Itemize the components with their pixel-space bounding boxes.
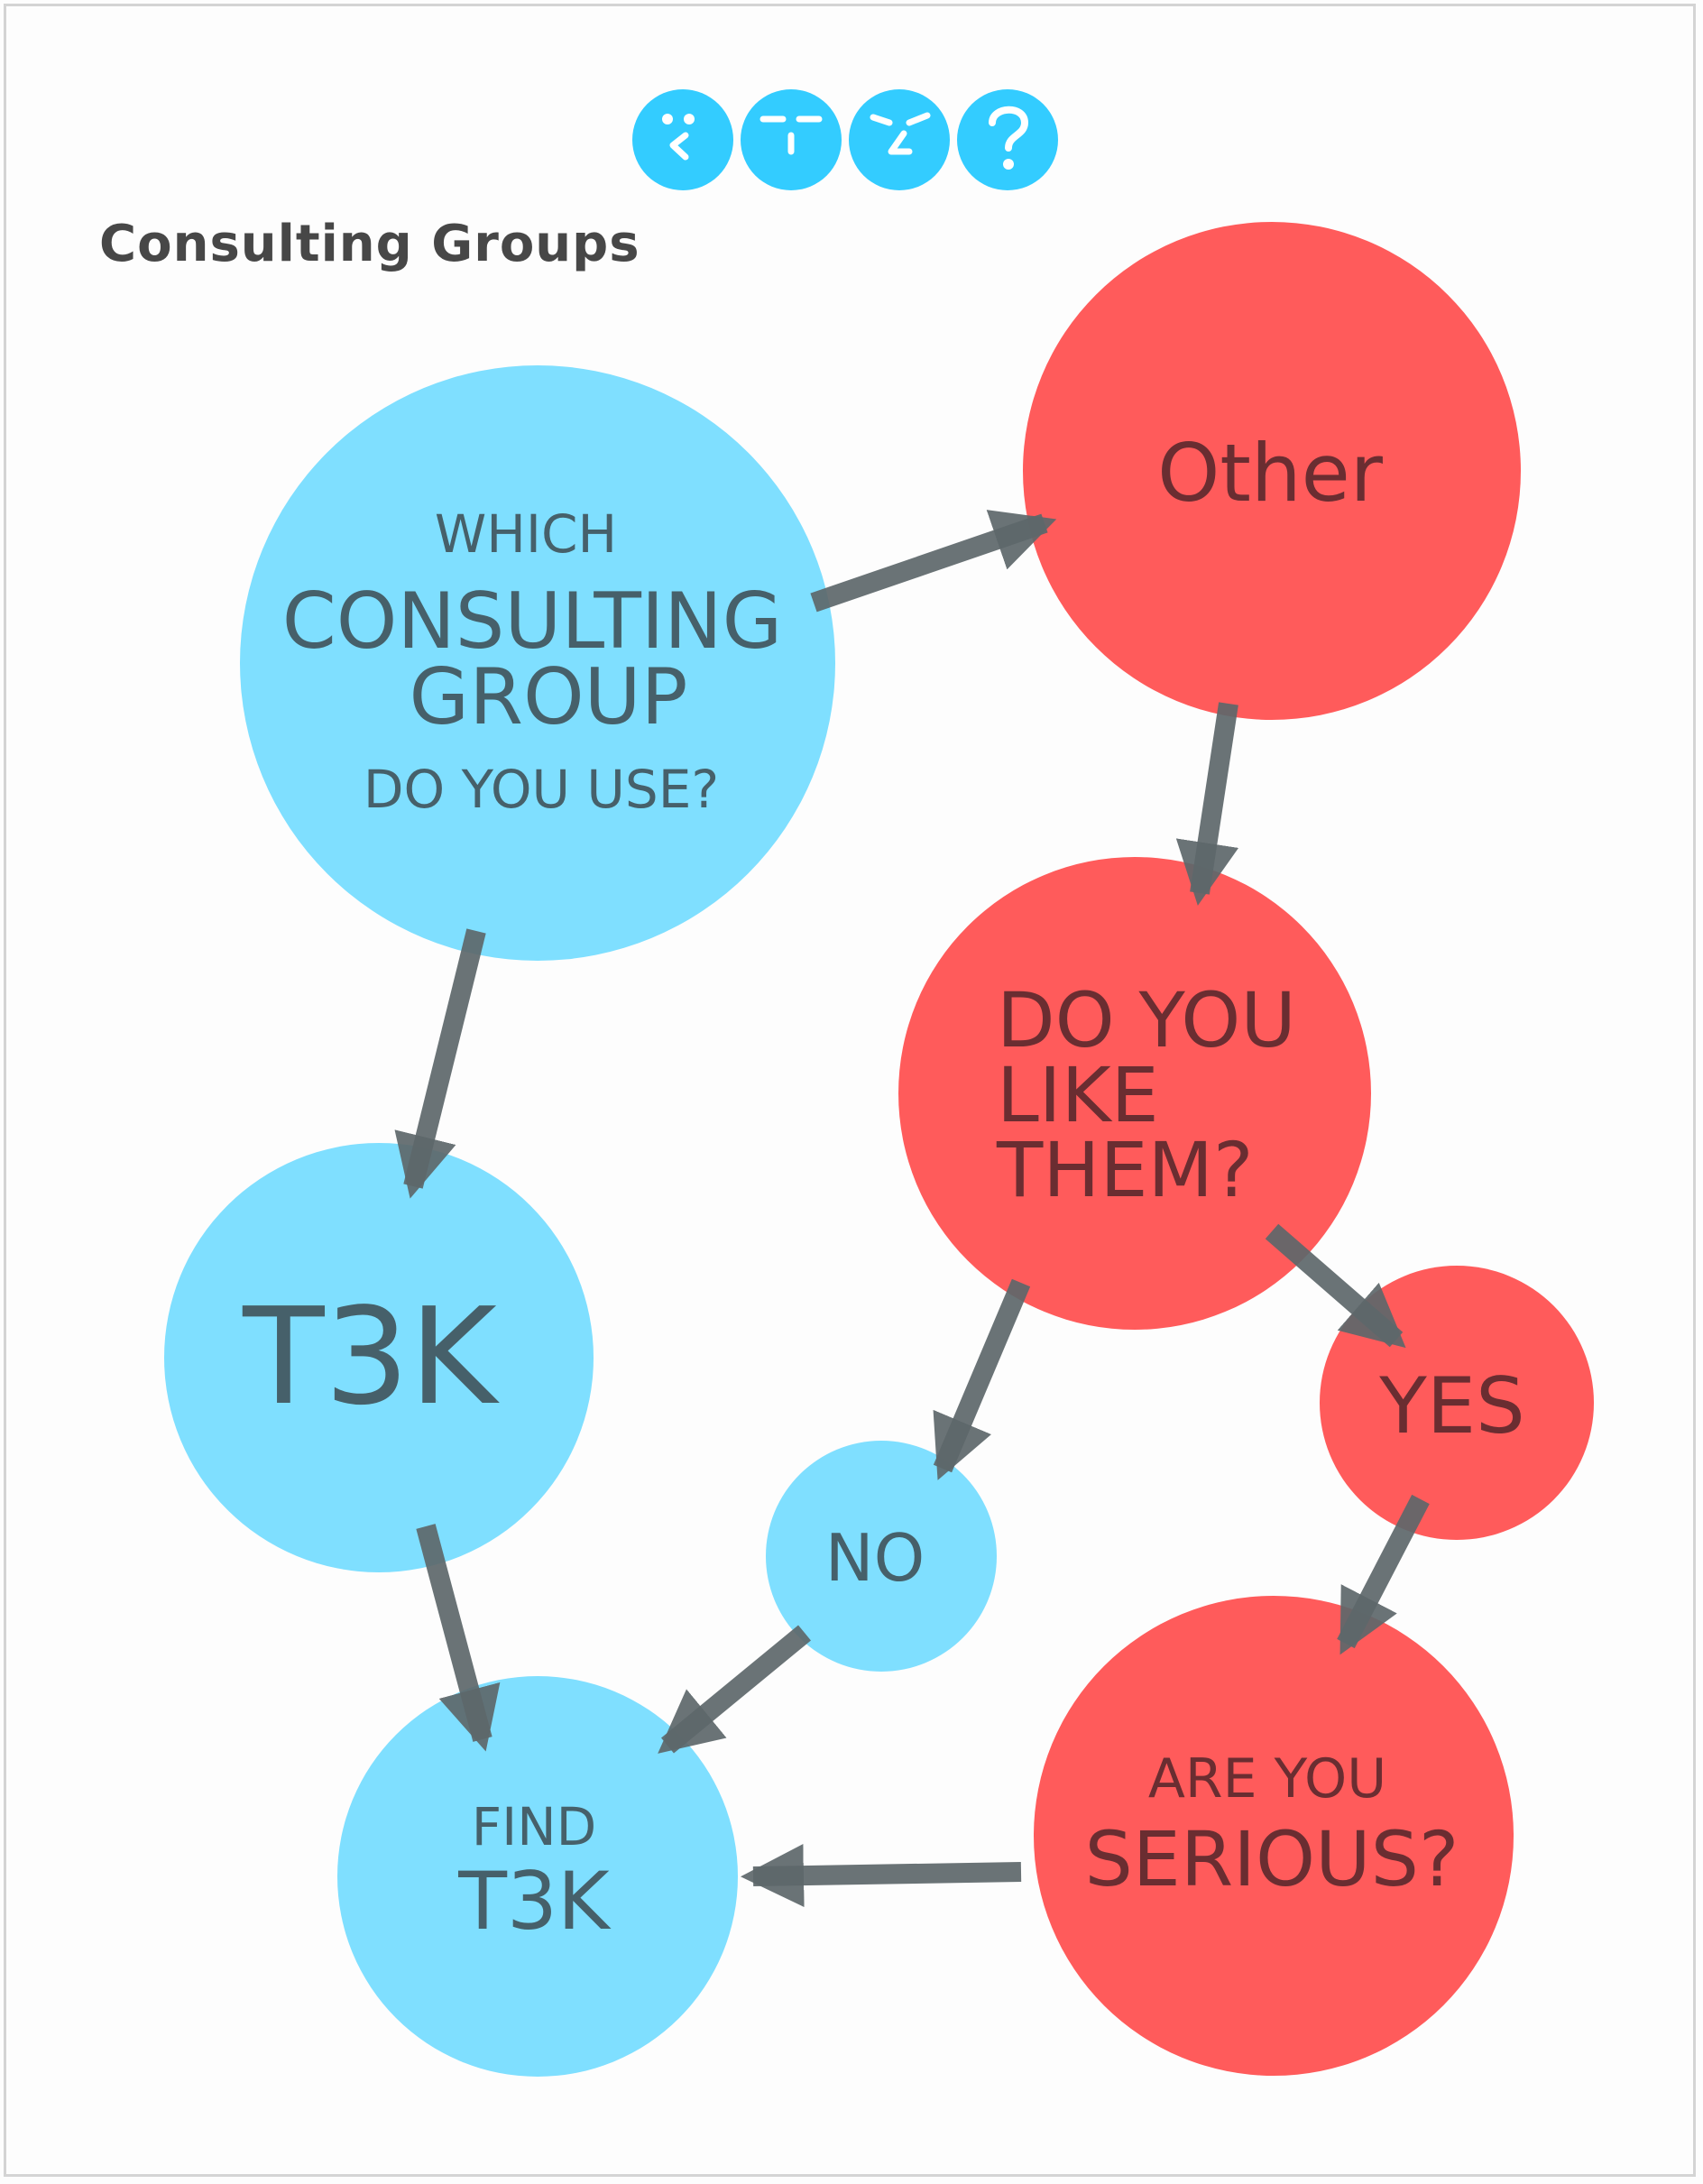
- node-no: NO: [766, 1441, 997, 1672]
- node-like: DO YOU LIKE THEM?: [898, 857, 1371, 1330]
- edge-question-other: [810, 510, 1057, 613]
- node-like-line1: DO YOU: [997, 976, 1296, 1064]
- node-question-line2: CONSULTING: [282, 576, 783, 667]
- face-wink-icon: [849, 89, 950, 190]
- question-mark-icon: [957, 89, 1058, 190]
- node-question: WHICH CONSULTING GROUP DO YOU USE?: [240, 365, 835, 961]
- node-like-line3: THEM?: [996, 1126, 1254, 1214]
- edge-like-no: [933, 1278, 1031, 1480]
- node-find: FIND T3K: [337, 1676, 738, 2077]
- page-title: Consulting Groups: [99, 215, 640, 273]
- logo: [632, 89, 1058, 190]
- edge-yes-serious: [1337, 1494, 1430, 1655]
- edge-like-yes: [1265, 1223, 1406, 1349]
- node-other-label: Other: [1157, 427, 1384, 520]
- node-question-line3: GROUP: [410, 652, 688, 742]
- node-serious-line1: ARE YOU: [1148, 1747, 1386, 1811]
- node-t3k-label: T3K: [242, 1279, 501, 1434]
- node-t3k: T3K: [164, 1143, 594, 1572]
- node-serious-line2: SERIOUS?: [1084, 1815, 1459, 1903]
- node-serious: ARE YOU SERIOUS?: [1034, 1596, 1514, 2076]
- node-yes-label: YES: [1378, 1361, 1524, 1451]
- edge-no-find: [658, 1625, 811, 1754]
- node-no-label: NO: [825, 1520, 925, 1596]
- node-find-line2: T3K: [457, 1855, 612, 1948]
- edge-t3k-find: [416, 1524, 501, 1752]
- edge-other-like: [1175, 702, 1239, 906]
- node-question-line1: WHICH: [435, 503, 617, 565]
- node-find-line1: FIND: [472, 1796, 597, 1857]
- face-flat-icon: [741, 89, 842, 190]
- edges: [394, 510, 1430, 1908]
- edge-serious-find: [741, 1844, 1022, 1908]
- edge-question-t3k: [394, 928, 486, 1199]
- node-like-line2: LIKE: [997, 1051, 1159, 1139]
- node-question-line4: DO YOU USE?: [364, 759, 719, 820]
- face-left-icon: [632, 89, 733, 190]
- node-other: Other: [1023, 222, 1521, 720]
